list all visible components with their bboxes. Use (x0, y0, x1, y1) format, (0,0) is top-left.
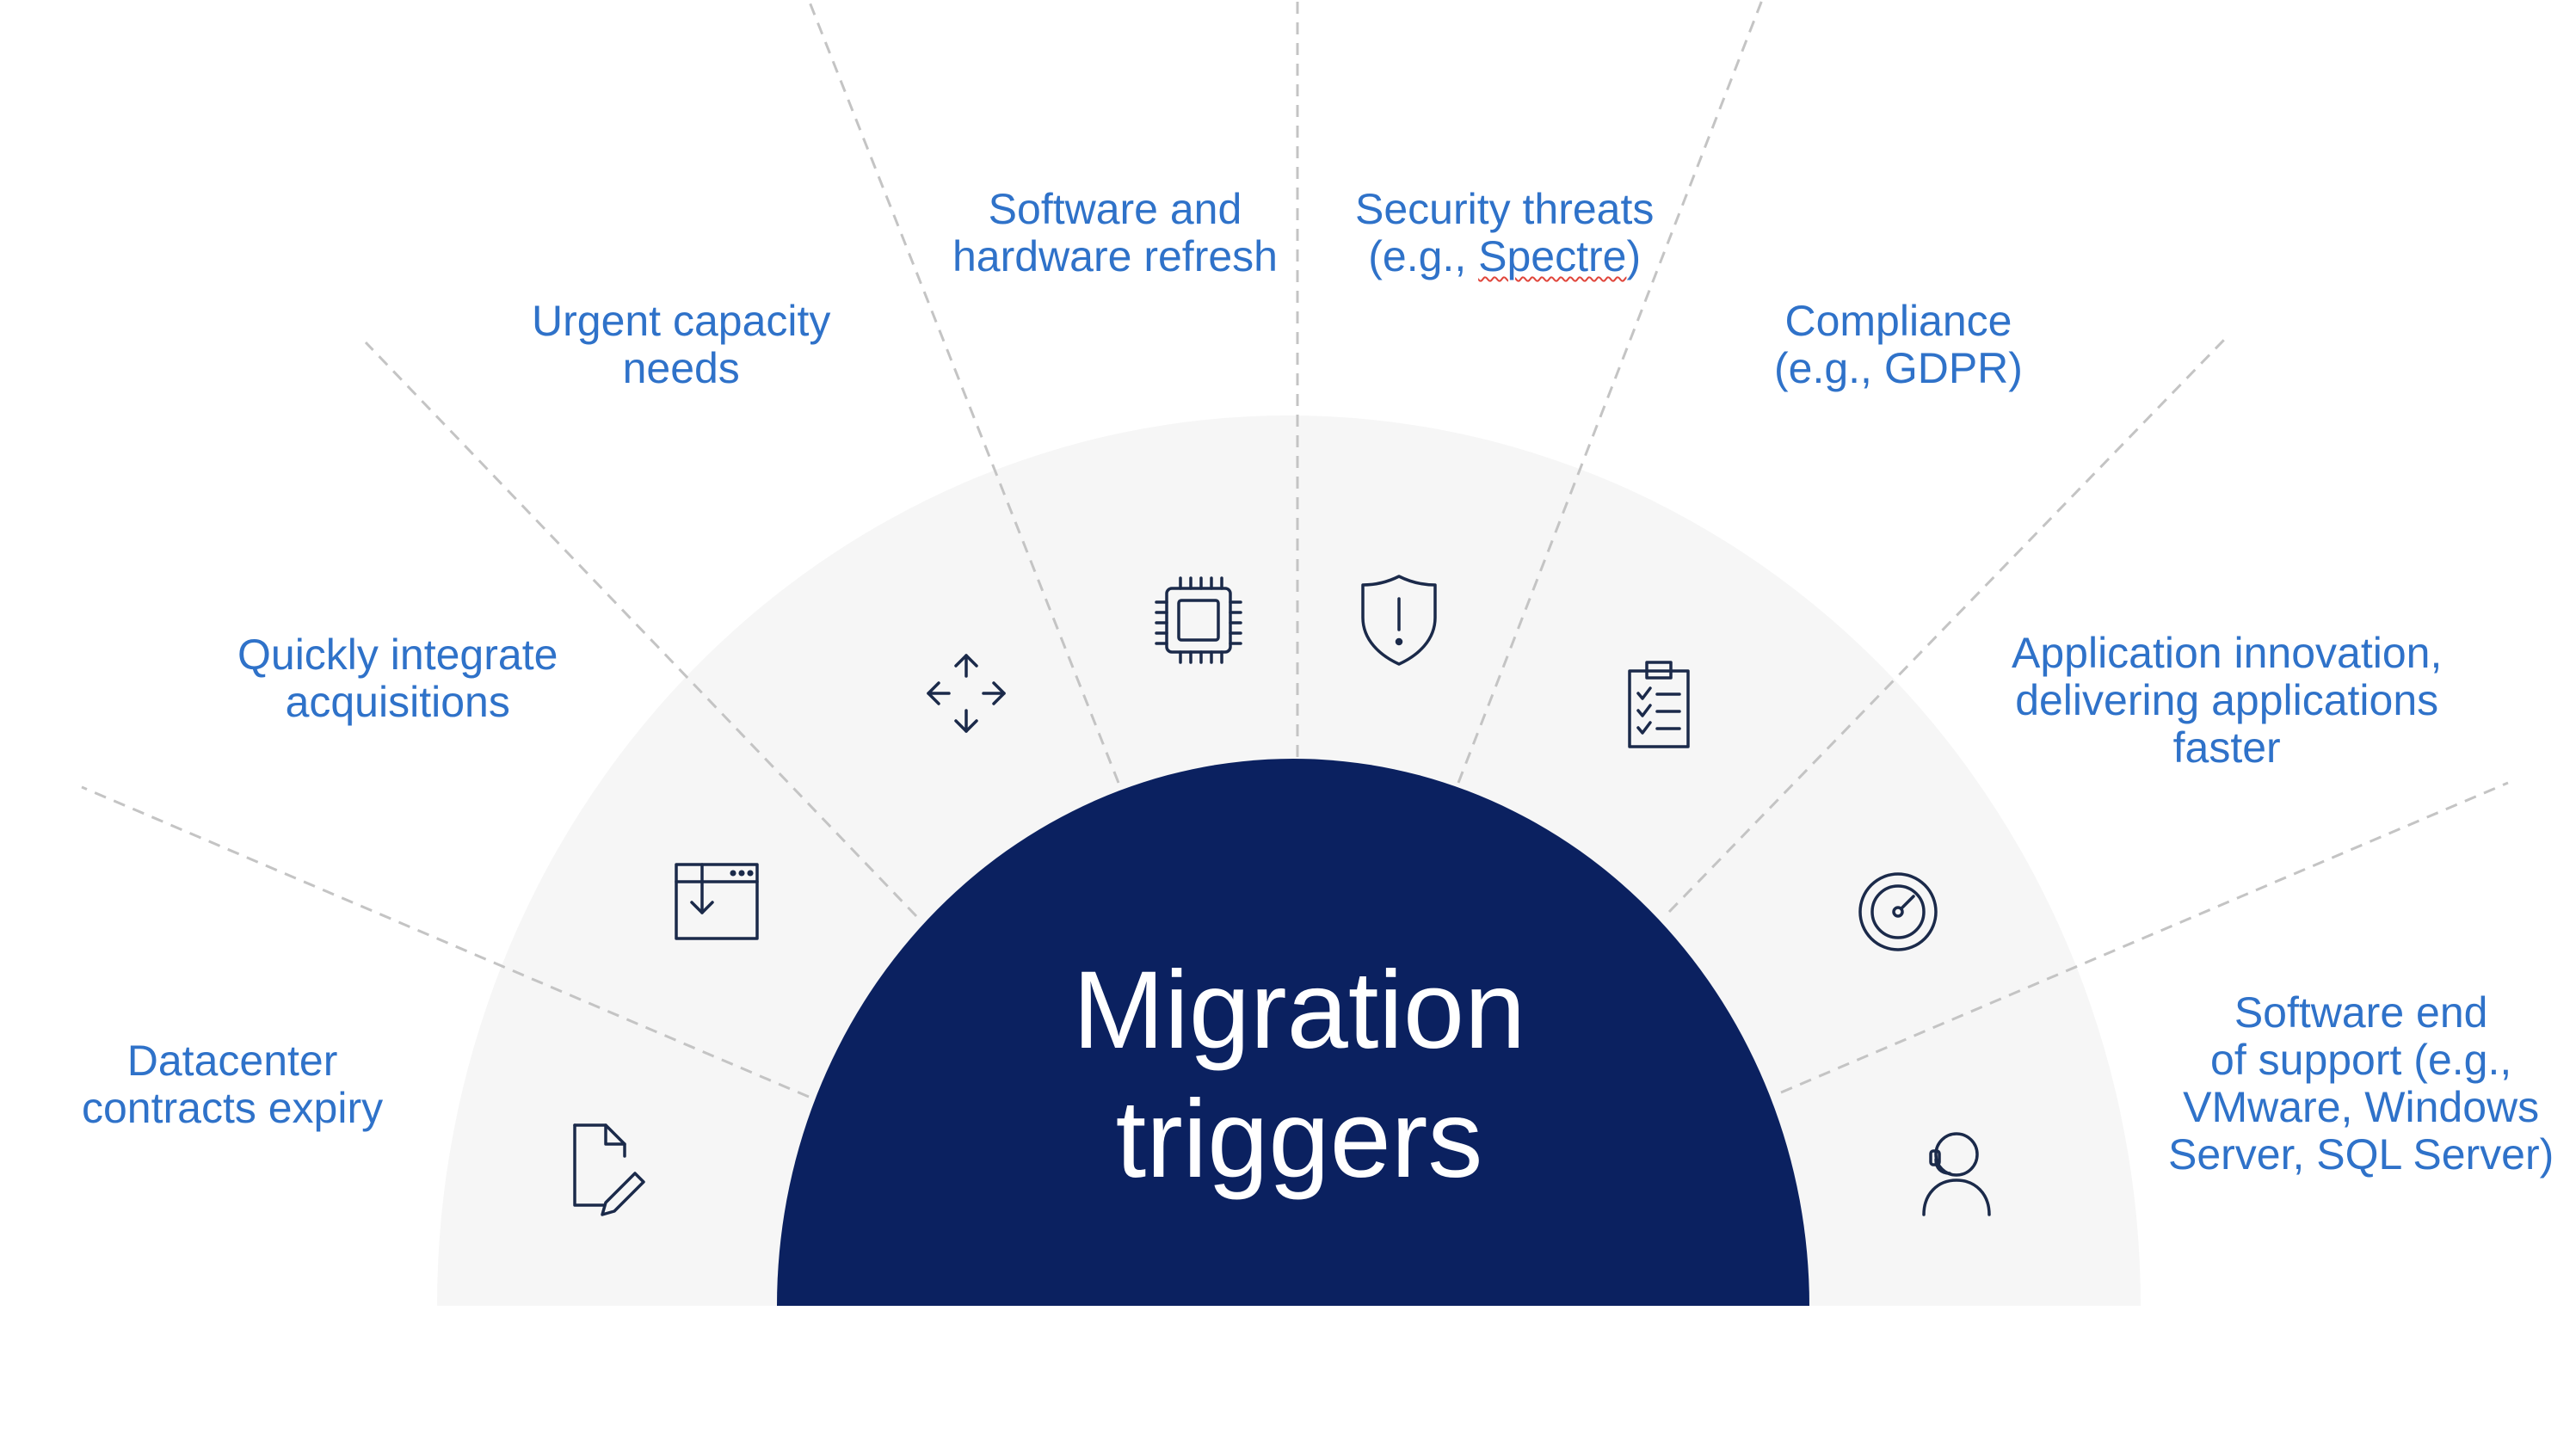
trigger-label-refresh: Software and hardware refresh (952, 186, 1278, 280)
label-line: Security threats (1355, 185, 1655, 233)
clipboard-checklist-icon (1628, 661, 1690, 748)
separator-lines (81, 0, 2509, 1098)
label-line: needs (622, 344, 740, 392)
support-agent-icon (1922, 1132, 1991, 1216)
browser-download-icon (675, 863, 759, 940)
label-line: Urgent capacity (532, 297, 831, 345)
label-line: hardware refresh (952, 232, 1278, 280)
trigger-label-innovation: Application innovation, delivering appli… (2012, 630, 2442, 772)
shield-alert-icon (1361, 575, 1437, 666)
label-line: Software end (2234, 988, 2488, 1037)
trigger-label-end-of-support: Software end of support (e.g., VMware, W… (2168, 989, 2554, 1178)
label-line: faster (2172, 723, 2281, 772)
label-line: Quickly integrate (237, 631, 558, 679)
separator-line (364, 341, 918, 918)
trigger-label-datacenter: Datacenter contracts expiry (82, 1037, 383, 1132)
speedometer-icon (1858, 872, 1938, 951)
label-line: (e.g., GDPR) (1774, 344, 2023, 392)
label-fragment: (e.g., (1368, 232, 1479, 280)
label-line: Datacenter (126, 1037, 338, 1085)
separator-line (807, 0, 1120, 784)
center-title-line: triggers (1115, 1078, 1483, 1201)
label-line: Compliance (1784, 297, 2012, 345)
separator-line (1780, 781, 2509, 1094)
label-line: Server, SQL Server) (2168, 1130, 2554, 1178)
label-line: contracts expiry (82, 1084, 384, 1132)
document-edit-icon (573, 1123, 645, 1216)
center-title-line: Migration (1072, 949, 1526, 1072)
label-fragment: ) (1626, 232, 1642, 280)
separator-line (81, 785, 810, 1098)
center-semicircle (777, 759, 1809, 1306)
spellcheck-word: Spectre (1478, 232, 1627, 280)
label-line: Software and (988, 185, 1242, 233)
trigger-label-acquisitions: Quickly integrate acquisitions (237, 631, 558, 726)
separator-line (1667, 338, 2226, 914)
trigger-label-compliance: Compliance (e.g., GDPR) (1774, 298, 2023, 392)
label-line: VMware, Windows (2183, 1083, 2540, 1131)
label-line: delivering applications (2015, 676, 2439, 724)
label-line: acquisitions (285, 678, 510, 726)
label-line: (e.g., Spectre) (1355, 233, 1654, 280)
cpu-chip-icon (1155, 576, 1242, 664)
label-line: of support (e.g., (2210, 1036, 2512, 1084)
expand-arrows-icon (927, 654, 1006, 733)
trigger-label-capacity: Urgent capacity needs (532, 298, 830, 392)
separator-line (1457, 0, 1764, 784)
label-line: Application innovation, (2012, 629, 2443, 677)
trigger-label-security: Security threats (e.g., Spectre) (1355, 186, 1654, 280)
center-title: Migration triggers (964, 946, 1635, 1204)
